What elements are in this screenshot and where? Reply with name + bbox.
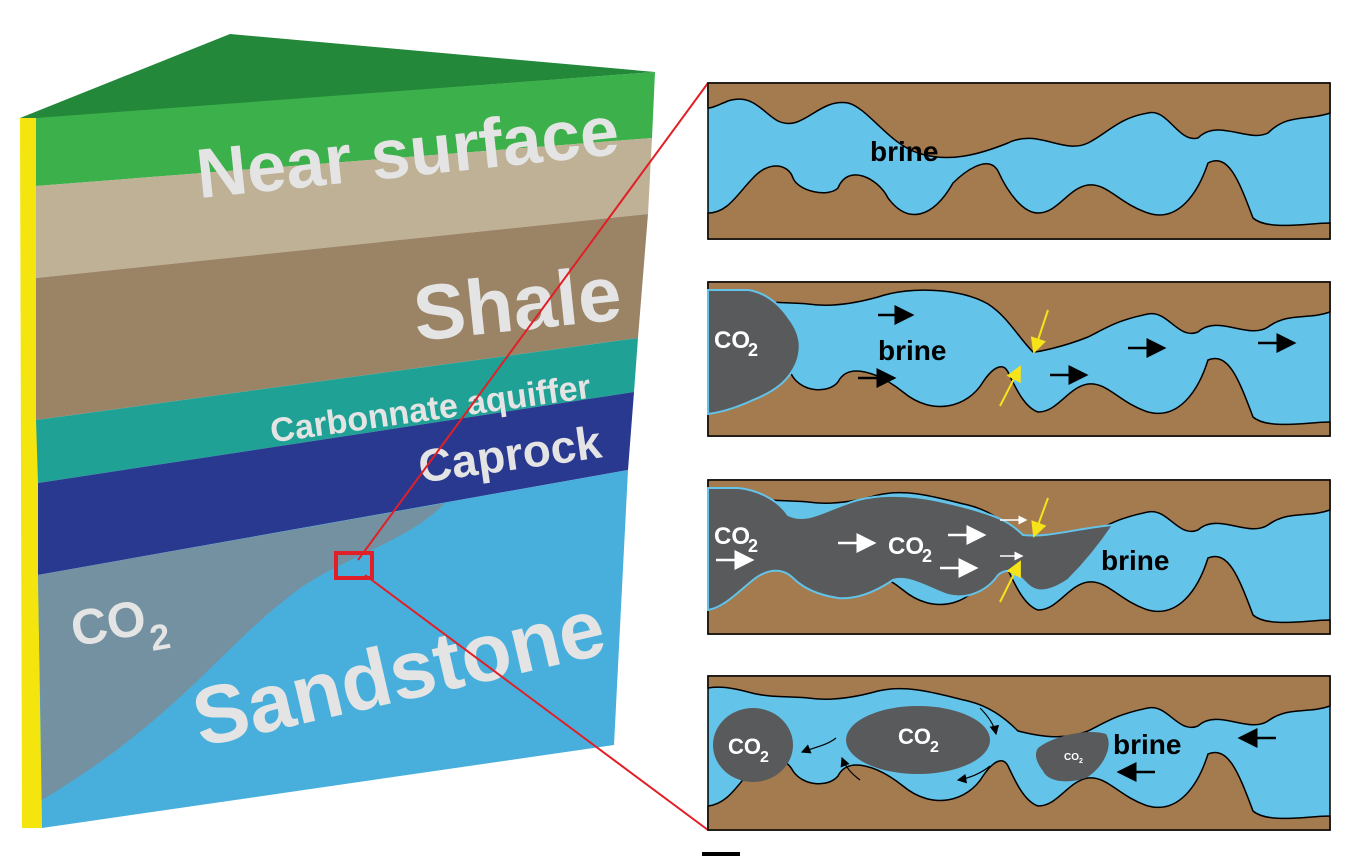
panel-3-co2-label-a: CO 2 [714, 523, 758, 556]
panel-2: CO 2 brine [707, 281, 1331, 437]
scale-bar [702, 852, 740, 856]
panel-2-co2-label: CO 2 [714, 327, 758, 360]
panel-2-co2-sub: 2 [748, 340, 758, 360]
panel-3-yellow-arrow [1031, 497, 1049, 538]
panel-4-co2-label-c: CO 2 [1064, 752, 1083, 765]
panel-4-flow-arrow [956, 765, 991, 784]
co2-plume [38, 503, 445, 800]
zoom-line-bottom [364, 574, 709, 831]
panel-4-flow-arrow [840, 756, 861, 781]
panel-4-co2-bubble-center [846, 706, 990, 774]
panel-3-co2-label-b: CO 2 [888, 533, 932, 566]
panel-2-co2-main: CO [714, 327, 750, 354]
panel-2-yellow-arrow [999, 365, 1021, 407]
panel-3-co2-b-main: CO [888, 533, 924, 560]
block-top-face [20, 34, 655, 120]
panel-1-rock-top [707, 82, 1331, 159]
layer-tan [36, 138, 652, 278]
panel-4-co2-label-a: CO 2 [728, 734, 769, 766]
label-shale: Shale [409, 249, 625, 358]
panel-3-co2-blob [707, 487, 1115, 612]
layer-shale [36, 214, 648, 420]
panel-1-rock-bottom [707, 160, 1331, 240]
panel-4: CO 2 CO 2 CO 2 brine [707, 675, 1331, 831]
panel-3: CO 2 CO 2 brine [707, 479, 1331, 635]
layer-carbonate [36, 338, 638, 483]
panel-4-brine: brine [1113, 729, 1181, 760]
panel-4-co2-bubble-small [1035, 731, 1109, 782]
panel-3-yellow-arrow [999, 560, 1021, 603]
panel-2-co2-blob [707, 289, 801, 416]
panel-4-co2-b-sub: 2 [930, 739, 939, 756]
panel-4-flow-arrow [979, 707, 1000, 736]
panel-4-rock-bottom [707, 751, 1331, 831]
zoom-line-top [357, 82, 709, 561]
panel-4-co2-label-b: CO 2 [898, 724, 939, 756]
panel-4-rock-top [707, 675, 1331, 738]
panel-4-co2-bubble-left [713, 708, 793, 782]
layer-caprock [38, 392, 634, 575]
panel-4-flow-arrow [800, 737, 837, 754]
panel-1: brine [707, 82, 1331, 240]
panel-2-yellow-arrow [1030, 309, 1049, 354]
panel-4-co2-b-main: CO [898, 724, 931, 749]
co2-block-main: CO [66, 589, 150, 657]
panel-4-co2-c-sub: 2 [1079, 758, 1083, 765]
panel-1-brine: brine [870, 136, 938, 167]
panel-3-co2-b-sub: 2 [922, 546, 932, 566]
layer-near-surface [36, 72, 655, 186]
panel-4-co2-a-sub: 2 [760, 749, 769, 766]
panel-3-co2-a-main: CO [714, 523, 750, 550]
panel-4-co2-a-main: CO [728, 734, 761, 759]
panel-3-co2-a-sub: 2 [748, 536, 758, 556]
panel-3-brine: brine [1101, 545, 1169, 576]
zoom-box [334, 551, 374, 580]
panel-4-co2-c-main: CO [1064, 752, 1079, 763]
panel-2-brine: brine [878, 335, 946, 366]
geological-block: Near surface Shale Carbonnate aquiffer C… [20, 34, 655, 828]
